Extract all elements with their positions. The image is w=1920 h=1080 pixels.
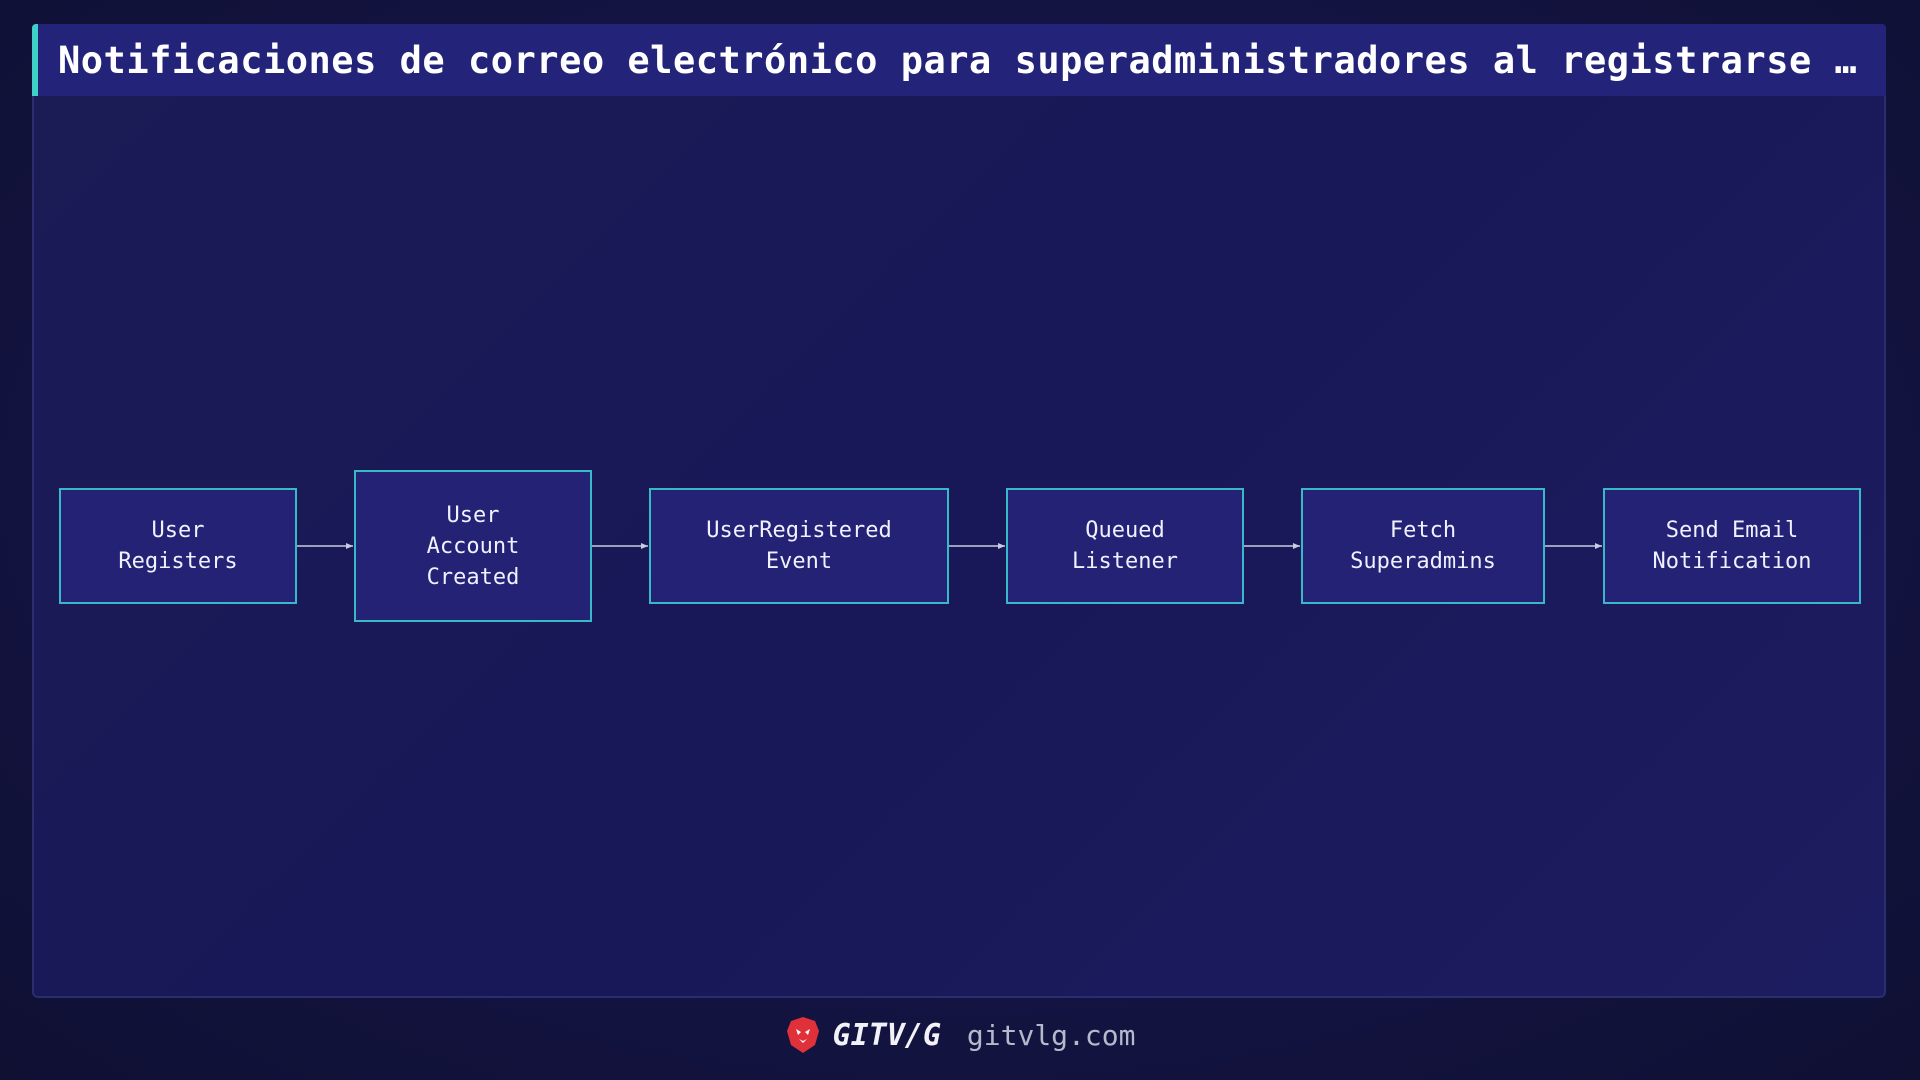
node-label: Queued Listener bbox=[1072, 518, 1178, 574]
footer: GITV/G gitvlg.com bbox=[0, 1010, 1920, 1060]
node-label: User Account Created bbox=[426, 502, 520, 590]
node-fetch-superadmins: Fetch Superadmins bbox=[1301, 488, 1545, 604]
node-send-email-notification: Send Email Notification bbox=[1603, 488, 1861, 604]
node-user-account-created: User Account Created bbox=[354, 470, 592, 622]
brand-name: GITV/G bbox=[832, 1017, 941, 1053]
node-queued-listener: Queued Listener bbox=[1006, 488, 1244, 604]
diagram-card bbox=[32, 24, 1886, 998]
node-label: UserRegistered Event bbox=[706, 518, 892, 574]
node-user-registers: User Registers bbox=[59, 488, 297, 604]
brand-url-link[interactable]: gitvlg.com bbox=[966, 1018, 1136, 1052]
node-label: Send Email Notification bbox=[1652, 518, 1812, 574]
title-bar: Notificaciones de correo electrónico par… bbox=[32, 24, 1886, 96]
lion-head-icon bbox=[786, 1017, 819, 1053]
node-label: User Registers bbox=[118, 518, 238, 574]
node-label: Fetch Superadmins bbox=[1350, 518, 1496, 574]
node-user-registered-event: UserRegistered Event bbox=[649, 488, 949, 604]
